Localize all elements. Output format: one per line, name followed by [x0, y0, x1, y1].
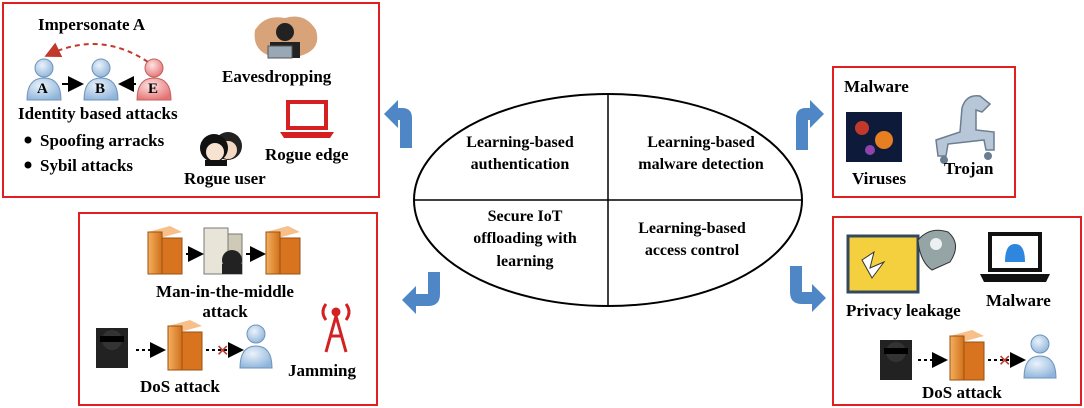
identity-attacks-label: Identity based attacks — [18, 104, 178, 123]
spoofing-bullet: Spoofing arracks — [40, 131, 165, 150]
trojan-horse-icon — [935, 95, 995, 164]
rogue-edge-label: Rogue edge — [265, 145, 349, 164]
arrow-to-top-right — [796, 100, 824, 150]
br-dos-attacker-icon — [880, 340, 912, 380]
rogue-user-icon — [200, 132, 242, 166]
viruses-label: Viruses — [852, 169, 907, 188]
rogue-user-label: Rogue user — [184, 169, 266, 188]
rogue-edge-laptop-icon — [280, 100, 334, 138]
jamming-label: Jamming — [288, 361, 356, 380]
user-a-icon — [26, 58, 62, 101]
bl-dos-label: DoS attack — [140, 377, 220, 396]
privacy-leakage-label: Privacy leakage — [846, 301, 961, 320]
eavesdropper-icon — [254, 16, 318, 59]
tr-malware-label: Malware — [844, 77, 909, 96]
quadrant-malware-detection: Learning-based malware detection — [638, 134, 764, 174]
blocked-x-icon: ✕ — [216, 341, 229, 360]
dos-victim-icon — [239, 324, 273, 369]
quadrant-access-control: Learning-based access control — [638, 220, 746, 260]
server-left-icon — [147, 226, 183, 275]
jamming-tower-icon — [321, 303, 351, 353]
eavesdropping-label: Eavesdropping — [222, 67, 332, 86]
server-right-icon — [265, 226, 301, 275]
br-dos-victim-icon — [1023, 334, 1057, 379]
attacker-server-icon — [203, 227, 243, 275]
br-malware-label: Malware — [986, 291, 1051, 310]
arrow-to-bottom-right — [790, 266, 826, 312]
user-b-icon — [83, 58, 119, 101]
dos-server-icon — [167, 320, 203, 371]
impersonate-arrow — [44, 42, 149, 63]
impersonate-label: Impersonate A — [38, 15, 146, 34]
node-b-label: B — [95, 81, 106, 97]
user-e-icon — [136, 58, 172, 101]
dos-attacker-icon — [96, 328, 128, 368]
trojan-label: Trojan — [944, 159, 994, 178]
br-dos-server-icon — [949, 330, 985, 381]
node-e-label: E — [148, 81, 159, 97]
quadrant-secure-offloading: Secure IoT offloading with learning — [473, 208, 577, 270]
virus-image-icon — [846, 112, 902, 162]
br-dos-label: DoS attack — [922, 383, 1002, 402]
br-malware-laptop-icon — [980, 232, 1050, 282]
mitm-label: Man-in-the-middle attack — [156, 282, 294, 322]
br-blocked-x-icon: ✕ — [998, 351, 1011, 370]
node-a-label: A — [37, 81, 48, 97]
quadrant-authentication: Learning-based authentication — [466, 134, 574, 174]
sybil-bullet: Sybil attacks — [40, 156, 134, 175]
arrow-to-bottom-left — [402, 272, 440, 314]
arrow-to-top-left — [384, 100, 412, 148]
privacy-leak-icon — [846, 229, 956, 294]
